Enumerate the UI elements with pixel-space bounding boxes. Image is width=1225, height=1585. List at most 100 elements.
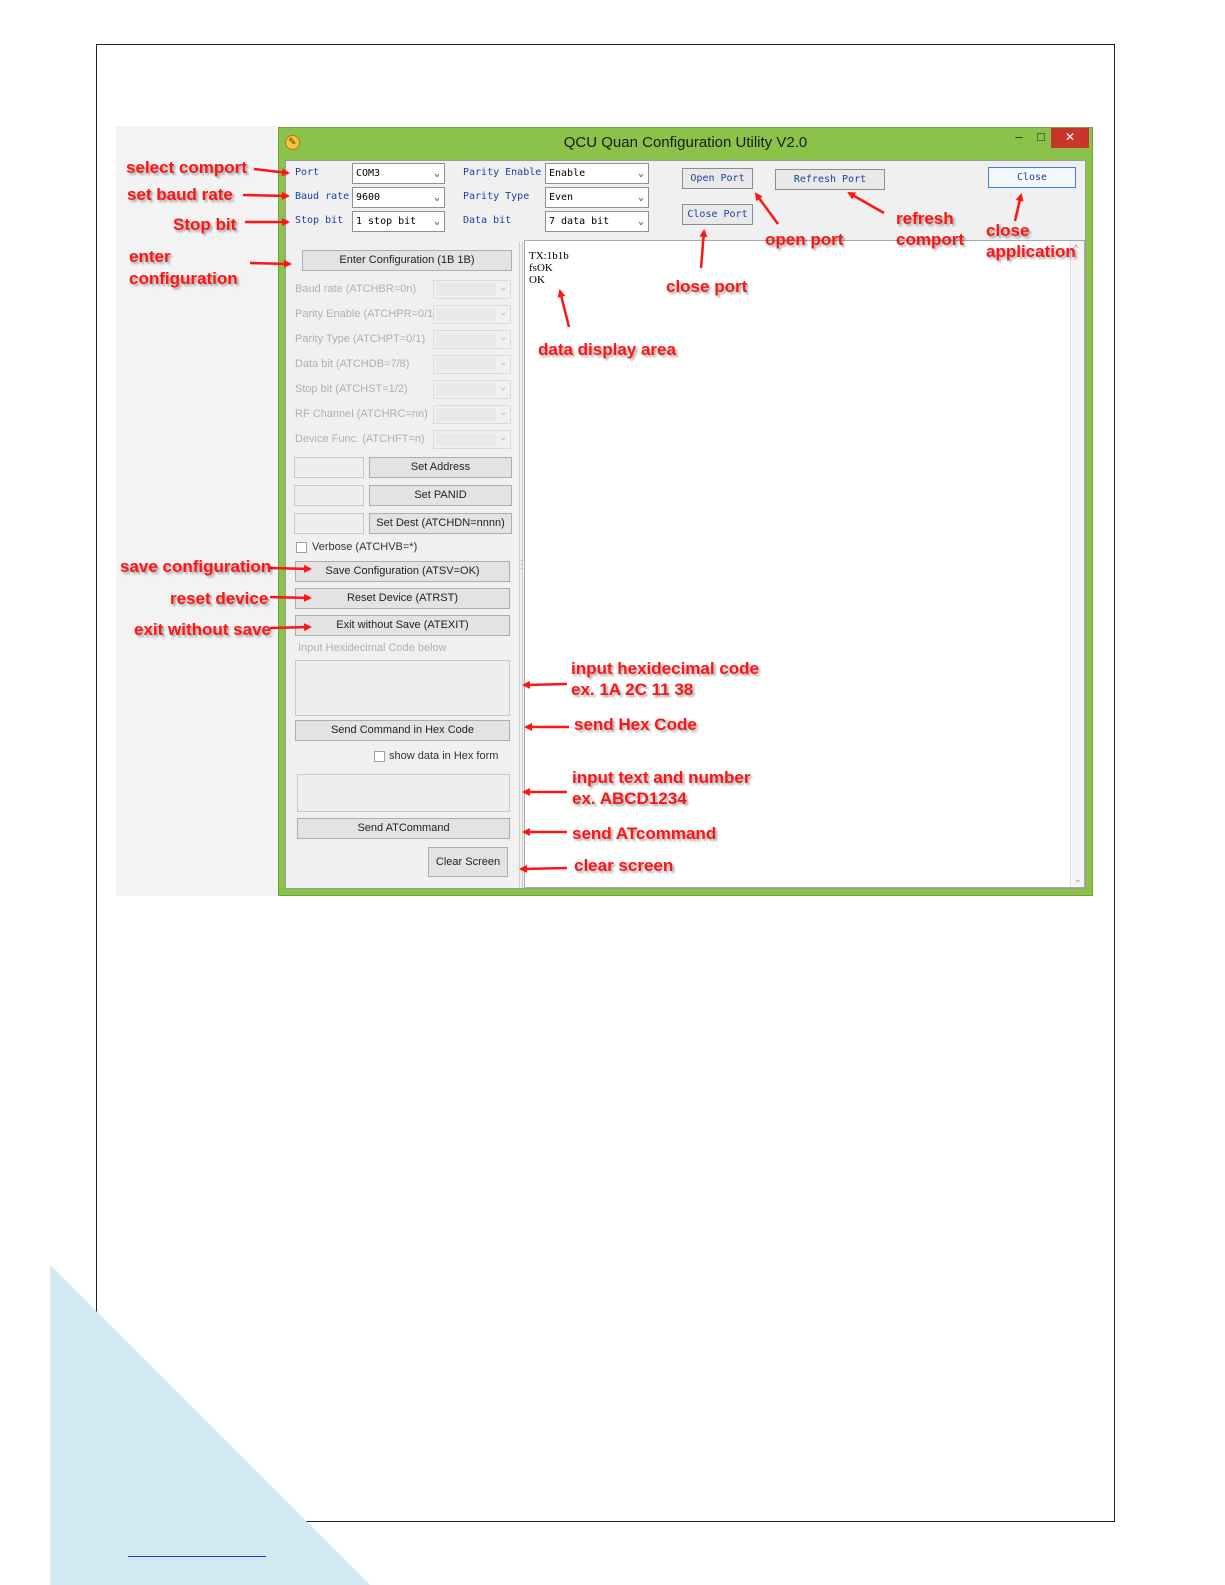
footer-link-underline [128,1556,266,1557]
chevron-down-icon: ⌄ [637,216,644,227]
anno-refresh-comport-line2: comport [896,230,964,249]
exit-without-save-button[interactable]: Exit without Save (ATEXIT) [295,615,510,636]
chevron-down-icon: ⌄ [433,192,440,203]
parity-type-select[interactable]: Even ⌄ [545,187,649,208]
param-select-device-func[interactable]: ⌄ [433,430,511,449]
param-select-data-bit[interactable]: ⌄ [433,355,511,374]
param-select-parity-type[interactable]: ⌄ [433,330,511,349]
chevron-down-icon[interactable]: ⌄ [1074,874,1082,884]
window-close-button[interactable]: ✕ [1051,128,1089,148]
anno-select-comport: select comport [126,158,247,177]
save-configuration-button[interactable]: Save Configuration (ATSV=OK) [295,561,510,582]
parity-type-value: Even [549,192,574,203]
anno-enter-configuration-line1: enter [129,247,171,266]
clear-screen-button[interactable]: Clear Screen [428,847,508,877]
show-hex-label: show data in Hex form [389,750,499,762]
enter-configuration-button[interactable]: Enter Configuration (1B 1B) [302,250,512,271]
chevron-down-icon: ⌄ [433,168,440,179]
param-label-baud-rate: Baud rate (ATCHBR=0n) [295,283,417,295]
data-bit-label: Data bit [463,215,512,226]
chevron-down-icon: ⌄ [637,192,644,203]
stop-bit-label: Stop bit [295,215,344,226]
chevron-down-icon: ⌄ [499,332,507,342]
address-input[interactable] [294,457,364,478]
splitter-grip-icon: ··· [520,556,523,573]
anno-data-display-area: data display area [538,340,676,359]
chevron-down-icon: ⌄ [499,307,507,317]
param-label-parity-enable: Parity Enable (ATCHPR=0/1) [295,308,437,320]
corner-decoration [50,1265,370,1585]
baud-rate-value: 9600 [356,192,381,203]
chevron-down-icon: ⌄ [499,382,507,392]
anno-close-port: close port [666,277,748,296]
show-hex-checkbox[interactable] [374,751,385,762]
open-port-button[interactable]: Open Port [682,168,753,189]
set-dest-button[interactable]: Set Dest (ATCHDN=nnnn) [369,513,512,534]
config-panel: Enter Configuration (1B 1B) Baud rate (A… [286,240,518,888]
stop-bit-select[interactable]: 1 stop bit⌄ [352,211,445,232]
anno-send-atcommand: send ATcommand [572,824,717,843]
param-select-stop-bit[interactable]: ⌄ [433,380,511,399]
param-label-rf-channel: RF Channel (ATCHRC=nn) [295,408,428,420]
anno-close-application-line1: close [986,221,1030,240]
anno-enter-configuration-line2: configuration [129,269,238,288]
set-address-button[interactable]: Set Address [369,457,512,478]
verbose-label: Verbose (ATCHVB=*) [312,541,418,553]
chevron-down-icon: ⌄ [499,407,507,417]
maximize-button[interactable]: □ [1037,129,1045,144]
display-line: TX:1b1b [529,250,569,262]
param-label-stop-bit: Stop bit (ATCHST=1/2) [295,383,408,395]
param-label-device-func: Device Func. (ATCHFT=n) [295,433,425,445]
panel-splitter[interactable] [519,242,523,888]
param-select-parity-enable[interactable]: ⌄ [433,305,511,324]
param-label-parity-type: Parity Type (ATCHPT=0/1) [295,333,426,345]
chevron-up-icon[interactable]: ^ [1074,243,1079,253]
reset-device-button[interactable]: Reset Device (ATRST) [295,588,510,609]
port-label: Port [295,167,320,178]
send-at-command-button[interactable]: Send ATCommand [297,818,510,839]
param-select-baud-rate[interactable]: ⌄ [433,280,511,299]
hex-input-hint: Input Hexidecimal Code below [298,642,447,654]
close-button[interactable]: Close [988,167,1076,188]
verbose-checkbox[interactable] [296,542,307,553]
anno-close-application-line2: application [986,242,1076,261]
panid-input[interactable] [294,485,364,506]
display-text: TX:1b1b fsOK OK [529,250,569,286]
anno-set-baud-rate: set baud rate [127,185,233,204]
baud-rate-select[interactable]: 9600 ⌄ [352,187,445,208]
anno-input-text-line2: ex. ABCD1234 [572,789,687,808]
display-line: fsOK [529,262,553,274]
parity-enable-select[interactable]: Enable⌄ [545,163,649,184]
anno-input-hex-line2: ex. 1A 2C 11 38 [571,680,694,699]
chevron-down-icon: ⌄ [433,216,440,227]
data-bit-select[interactable]: 7 data bit ⌄ [545,211,649,232]
refresh-port-button[interactable]: Refresh Port [775,169,885,190]
anno-exit-without-save: exit without save [134,620,271,639]
dest-input[interactable] [294,513,364,534]
anno-stop-bit: Stop bit [173,215,237,234]
display-line: OK [529,274,545,286]
send-hex-command-button[interactable]: Send Command in Hex Code [295,720,510,741]
param-select-rf-channel[interactable]: ⌄ [433,405,511,424]
anno-reset-device: reset device [170,589,269,608]
param-label-data-bit: Data bit (ATCHDB=7/8) [295,358,410,370]
hex-code-input[interactable] [295,660,510,716]
port-select[interactable]: COM3⌄ [352,163,445,184]
chevron-down-icon: ⌄ [499,357,507,367]
chevron-down-icon: ⌄ [499,432,507,442]
data-display-area[interactable]: TX:1b1b fsOK OK ^ ⌄ [524,240,1085,888]
anno-refresh-comport-line1: refresh [896,209,954,228]
display-scrollbar[interactable]: ^ ⌄ [1070,241,1084,887]
close-port-button[interactable]: Close Port [682,204,753,225]
anno-open-port: open port [765,230,844,249]
chevron-down-icon: ⌄ [499,282,507,292]
minimize-button[interactable]: – [1015,129,1023,144]
annotation-background [116,126,280,896]
set-panid-button[interactable]: Set PANID [369,485,512,506]
parity-type-label: Parity Type [463,191,530,202]
data-bit-value: 7 data bit [549,216,610,227]
app-icon: ✎ [285,135,300,150]
anno-clear-screen: clear screen [574,856,674,875]
at-command-input[interactable] [297,774,510,812]
chevron-down-icon: ⌄ [637,168,644,179]
